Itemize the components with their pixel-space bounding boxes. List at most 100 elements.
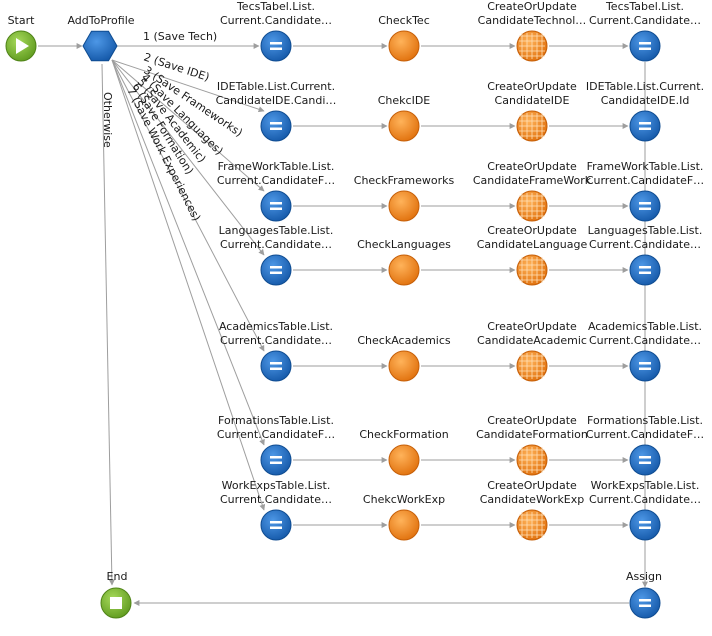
row-6-assign1-label: FormationsTable.List. xyxy=(218,414,334,427)
row-7-assign1-label: WorkExpsTable.List. xyxy=(221,479,331,492)
row-5-assign1-label: AcademicsTable.List. xyxy=(218,320,334,333)
grid-icon xyxy=(519,257,545,283)
edge-branch-7 xyxy=(111,59,266,511)
row-4-assign-node[interactable] xyxy=(260,254,292,286)
row-3-check-node[interactable] xyxy=(388,190,420,222)
row-1-assign2-label: Current.Candidate… xyxy=(588,14,702,27)
row-2-update-label: CreateOrUpdate xyxy=(487,80,577,93)
equals-icon xyxy=(639,202,651,205)
row-1-assign1-label: Current.Candidate… xyxy=(219,14,333,27)
equals-icon xyxy=(639,266,651,269)
row-6-assign-node[interactable] xyxy=(260,444,292,476)
equals-icon xyxy=(639,599,651,602)
row-7-assign2-label: WorkExpsTable.List. xyxy=(590,479,700,492)
circle-icon xyxy=(388,350,420,382)
row-4-check-label: CheckLanguages xyxy=(357,238,451,251)
edge-branch-4 xyxy=(111,59,265,256)
row-4-update-node[interactable] xyxy=(516,254,548,286)
end-node[interactable] xyxy=(100,587,132,619)
equals-icon xyxy=(639,456,651,459)
grid-icon xyxy=(519,512,545,538)
row-5-check-node[interactable] xyxy=(388,350,420,382)
row-3-assign2-label: Current.CandidateF… xyxy=(585,174,705,187)
start-node[interactable] xyxy=(5,30,37,62)
row-3-update-node[interactable] xyxy=(516,190,548,222)
row-4-update-label: CreateOrUpdate xyxy=(487,224,577,237)
row-7-check-node[interactable] xyxy=(388,509,420,541)
circle-icon xyxy=(388,190,420,222)
equals-icon xyxy=(639,42,651,45)
row-2-update-node[interactable] xyxy=(516,110,548,142)
row-6-check-node[interactable] xyxy=(388,444,420,476)
edge-branch-5 xyxy=(111,59,265,352)
row-5-assign-id-node[interactable] xyxy=(629,350,661,382)
equals-icon xyxy=(270,456,282,459)
row-3-assign1-label: Current.CandidateF… xyxy=(216,174,336,187)
row-7-assign-node[interactable] xyxy=(260,509,292,541)
row-2-update-label: CandidateIDE xyxy=(494,94,570,107)
grid-icon xyxy=(519,447,545,473)
row-3-assign-id-node[interactable] xyxy=(629,190,661,222)
edge-otherwise xyxy=(101,63,115,586)
row-1-assign2-label: TecsTabel.List. xyxy=(605,0,685,13)
row-4-update-label: CandidateLanguage xyxy=(476,238,588,251)
grid-icon xyxy=(519,113,545,139)
row-2-assign1-label: CandidateIDE.Candi… xyxy=(215,94,337,107)
row-6-assign2-label: FormationsTable.List. xyxy=(587,414,703,427)
row-7-assign-id-node[interactable] xyxy=(629,509,661,541)
circle-icon xyxy=(388,254,420,286)
row-5-assign-node[interactable] xyxy=(260,350,292,382)
row-2-check-label: ChekcIDE xyxy=(377,94,431,107)
row-2-assign-node[interactable] xyxy=(260,110,292,142)
equals-icon xyxy=(639,362,651,365)
branch-label-8: Otherwise xyxy=(101,92,114,148)
row-4-assign2-label: LanguagesTable.List. xyxy=(587,224,703,237)
row-6-update-label: CandidateFormation xyxy=(476,428,588,441)
assign-node[interactable] xyxy=(629,587,661,619)
row-7-assign2-label: Current.Candidate… xyxy=(588,493,702,506)
row-1-assign-id-node[interactable] xyxy=(629,30,661,62)
row-3-assign-node[interactable] xyxy=(260,190,292,222)
equals-icon xyxy=(270,122,282,125)
row-2-assign-id-node[interactable] xyxy=(629,110,661,142)
row-7-update-node[interactable] xyxy=(516,509,548,541)
row-6-assign1-label: Current.CandidateF… xyxy=(216,428,336,441)
row-7-check-label: ChekcWorkExp xyxy=(362,493,446,506)
row-4-check-node[interactable] xyxy=(388,254,420,286)
row-4-assign-id-node[interactable] xyxy=(629,254,661,286)
row-5-check-label: CheckAcademics xyxy=(357,334,451,347)
circle-icon xyxy=(388,30,420,62)
row-7-update-label: CandidateWorkExp xyxy=(479,493,585,506)
circle-icon xyxy=(388,509,420,541)
equals-icon xyxy=(270,202,282,205)
grid-icon xyxy=(519,193,545,219)
row-5-assign2-label: AcademicsTable.List. xyxy=(587,320,703,333)
row-1-update-label: CreateOrUpdate xyxy=(487,0,577,13)
row-5-update-node[interactable] xyxy=(516,350,548,382)
stop-icon xyxy=(110,597,122,609)
add-to-profile-label: AddToProfile xyxy=(67,14,135,27)
row-2-assign1-label: IDETable.List.Current. xyxy=(216,80,336,93)
row-7-assign1-label: Current.Candidate… xyxy=(219,493,333,506)
edge-branch-3 xyxy=(111,59,265,192)
row-6-assign-id-node[interactable] xyxy=(629,444,661,476)
row-6-update-node[interactable] xyxy=(516,444,548,476)
equals-icon xyxy=(270,521,282,524)
row-4-assign1-label: LanguagesTable.List. xyxy=(218,224,334,237)
edge-branch-6 xyxy=(111,59,265,446)
row-2-check-node[interactable] xyxy=(388,110,420,142)
row-1-assign-node[interactable] xyxy=(260,30,292,62)
add-to-profile-node[interactable] xyxy=(82,30,118,62)
row-1-update-node[interactable] xyxy=(516,30,548,62)
row-2-assign2-label: CandidateIDE.Id xyxy=(600,94,690,107)
row-3-assign1-label: FrameWorkTable.List. xyxy=(217,160,335,173)
play-icon xyxy=(16,38,29,54)
row-3-update-label: CreateOrUpdate xyxy=(487,160,577,173)
equals-icon xyxy=(639,122,651,125)
grid-icon xyxy=(519,353,545,379)
row-4-assign1-label: Current.Candidate… xyxy=(219,238,333,251)
row-5-assign2-label: Current.Candidate… xyxy=(588,334,702,347)
row-1-update-label: CandidateTechnol… xyxy=(477,14,587,27)
row-1-check-node[interactable] xyxy=(388,30,420,62)
